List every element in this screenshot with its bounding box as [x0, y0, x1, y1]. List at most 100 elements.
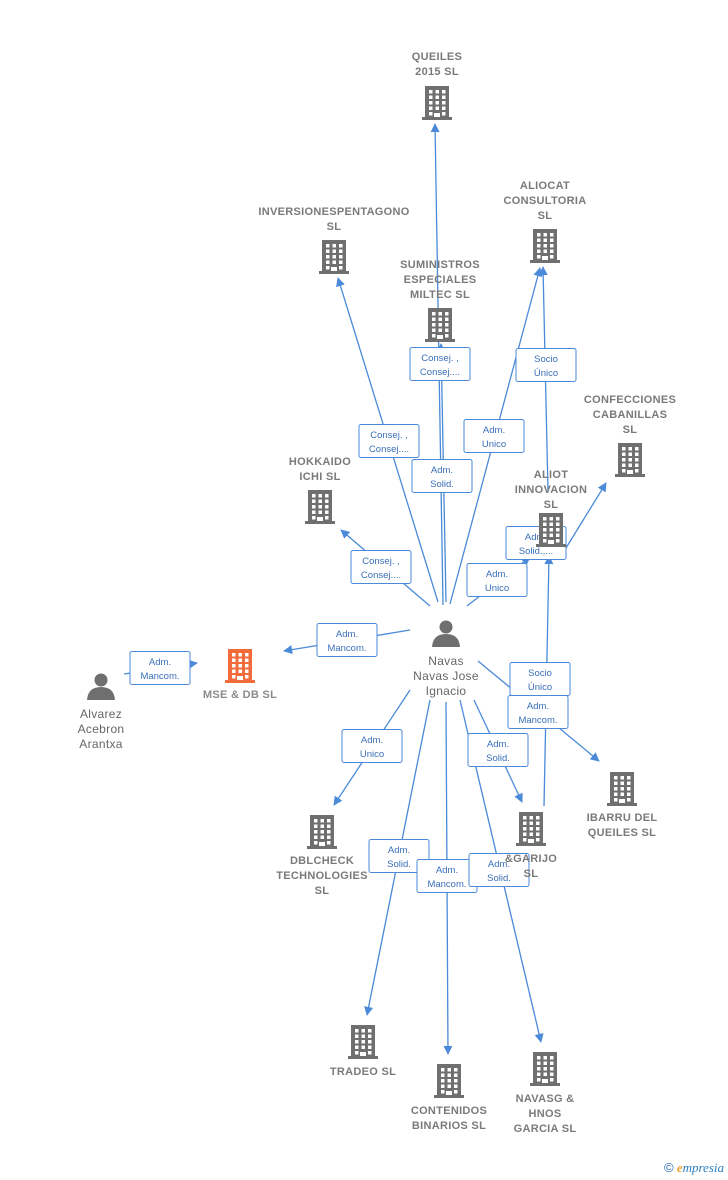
node-aliot[interactable]: ALIOT INNOVACION SL: [515, 469, 587, 547]
edge-label-text: Adm.: [486, 569, 508, 580]
node-label: INVERSIONESPENTAGONO: [258, 206, 409, 218]
building-icon: [422, 86, 452, 120]
edge-label-tradeo[interactable]: Adm.Solid.: [368, 839, 430, 873]
node-label: ESPECIALES: [404, 274, 477, 286]
node-label: BINARIOS SL: [412, 1120, 486, 1132]
node-label: SL: [544, 499, 559, 511]
edge-label-text: Consej. ,: [362, 556, 400, 567]
node-label: SL: [623, 424, 638, 436]
edge-label-text: Mancom.: [140, 671, 179, 682]
node-dblcheck[interactable]: DBLCHECK TECHNOLOGIES SL: [276, 815, 368, 897]
node-msedb[interactable]: MSE & DB SL: [203, 649, 277, 701]
edge-label-text: Consej....: [361, 570, 401, 581]
node-label: DBLCHECK: [290, 855, 354, 867]
building-icon: [530, 1052, 560, 1086]
node-label: TRADEO SL: [330, 1066, 396, 1078]
node-label: ALIOCAT: [520, 180, 570, 192]
node-inversiones[interactable]: INVERSIONESPENTAGONO SL: [258, 206, 409, 274]
node-label: MSE & DB SL: [203, 689, 277, 701]
node-label: SUMINISTROS: [400, 259, 480, 271]
node-label: CONTENIDOS: [411, 1105, 487, 1117]
edge-label-aliocat-adm[interactable]: Adm. Unico: [463, 419, 525, 453]
edge-label-aliot-unico[interactable]: Adm.Unico: [466, 563, 528, 597]
edge-label-navasg[interactable]: Adm. Solid.: [468, 853, 530, 887]
node-label: Alvarez: [80, 707, 122, 721]
building-icon: [530, 229, 560, 263]
node-garijo[interactable]: &GARIJO SL: [505, 812, 557, 880]
node-confecciones[interactable]: CONFECCIONES CABANILLAS SL: [584, 394, 676, 477]
edge-label-text: Mancom.: [518, 715, 557, 726]
node-label: TECHNOLOGIES: [276, 870, 368, 882]
node-label: SL: [315, 885, 330, 897]
node-label: GARCIA SL: [514, 1123, 577, 1135]
node-label: SL: [524, 868, 539, 880]
edge-label-text: Adm.: [336, 629, 358, 640]
edge-label-suministros[interactable]: Consej. , Consej....: [409, 347, 471, 381]
node-label: CONSULTORIA: [504, 195, 587, 207]
edge-label-text: Adm.: [527, 701, 549, 712]
edge-label-hokkaido[interactable]: Consej. , Consej....: [350, 550, 412, 584]
edge-label-text: Unico: [482, 439, 506, 450]
node-label: CONFECCIONES: [584, 394, 676, 406]
node-label: Ignacio: [426, 684, 467, 698]
edge-label-garijo-solid[interactable]: Adm.Solid.: [467, 733, 529, 767]
node-contenidos[interactable]: CONTENIDOS BINARIOS SL: [411, 1064, 487, 1132]
node-label: Navas: [428, 654, 464, 668]
building-icon: [225, 649, 255, 683]
edge-label-text: Socio: [534, 354, 558, 365]
edge-label-text: Adm.: [488, 859, 510, 870]
edge-label-text: Socio: [528, 668, 552, 679]
edge-label-inversiones[interactable]: Consej. ,Consej....: [358, 424, 420, 458]
edge-label-contenidos[interactable]: Adm.Mancom.: [416, 859, 478, 893]
edge-label-text: Consej....: [369, 444, 409, 455]
node-aliocat[interactable]: ALIOCAT CONSULTORIA SL: [504, 180, 587, 263]
node-label: MILTEC SL: [410, 289, 470, 301]
node-tradeo[interactable]: TRADEO SL: [330, 1025, 396, 1078]
node-label: IBARRU DEL: [587, 812, 658, 824]
edge-label-text: Único: [528, 682, 552, 693]
edge-label-msedb[interactable]: Adm.Mancom.: [316, 623, 378, 657]
node-label: SL: [538, 210, 553, 222]
edges-layer: [123, 123, 607, 1055]
edge-label-text: Consej. ,: [421, 353, 459, 364]
building-icon: [516, 812, 546, 846]
brand-logo-e: e: [676, 1160, 683, 1175]
brand-logo-text: mpresia: [682, 1160, 724, 1175]
brand-footer[interactable]: © empresia: [664, 1160, 724, 1176]
node-label: QUEILES SL: [588, 827, 656, 839]
node-label: SL: [327, 221, 342, 233]
edge-label-text: Consej....: [420, 367, 460, 378]
node-label: CABANILLAS: [593, 409, 668, 421]
node-label: Acebron: [78, 722, 125, 736]
edge-label-text: Solid.: [430, 479, 454, 490]
building-icon: [348, 1025, 378, 1059]
edge-label-text: Adm.: [431, 465, 453, 476]
edge-label-ibarru[interactable]: Adm. Mancom.: [507, 695, 569, 729]
building-icon: [319, 240, 349, 274]
node-label: INNOVACION: [515, 484, 587, 496]
edge-label-text: Adm.: [483, 425, 505, 436]
node-label: &GARIJO: [505, 853, 557, 865]
edge-label-text: Solid.: [487, 873, 511, 884]
edge-label-queiles[interactable]: Adm. Solid.: [411, 459, 473, 493]
node-label: ALIOT: [534, 469, 569, 481]
edge-label-text: Solid.,...: [519, 546, 553, 557]
building-icon: [536, 513, 566, 547]
node-suministros[interactable]: SUMINISTROS ESPECIALES MILTEC SL: [400, 259, 480, 342]
edge-label-alvarez[interactable]: Adm.Mancom.: [129, 651, 191, 685]
edge-label-text: Adm.: [436, 865, 458, 876]
edge-label-dblcheck[interactable]: Adm.Unico: [341, 729, 403, 763]
node-ibarru[interactable]: IBARRU DEL QUEILES SL: [587, 772, 658, 839]
edge-aliot-solid: [565, 482, 607, 549]
edge-label-text: Único: [534, 368, 558, 379]
person-icon: [87, 673, 115, 700]
